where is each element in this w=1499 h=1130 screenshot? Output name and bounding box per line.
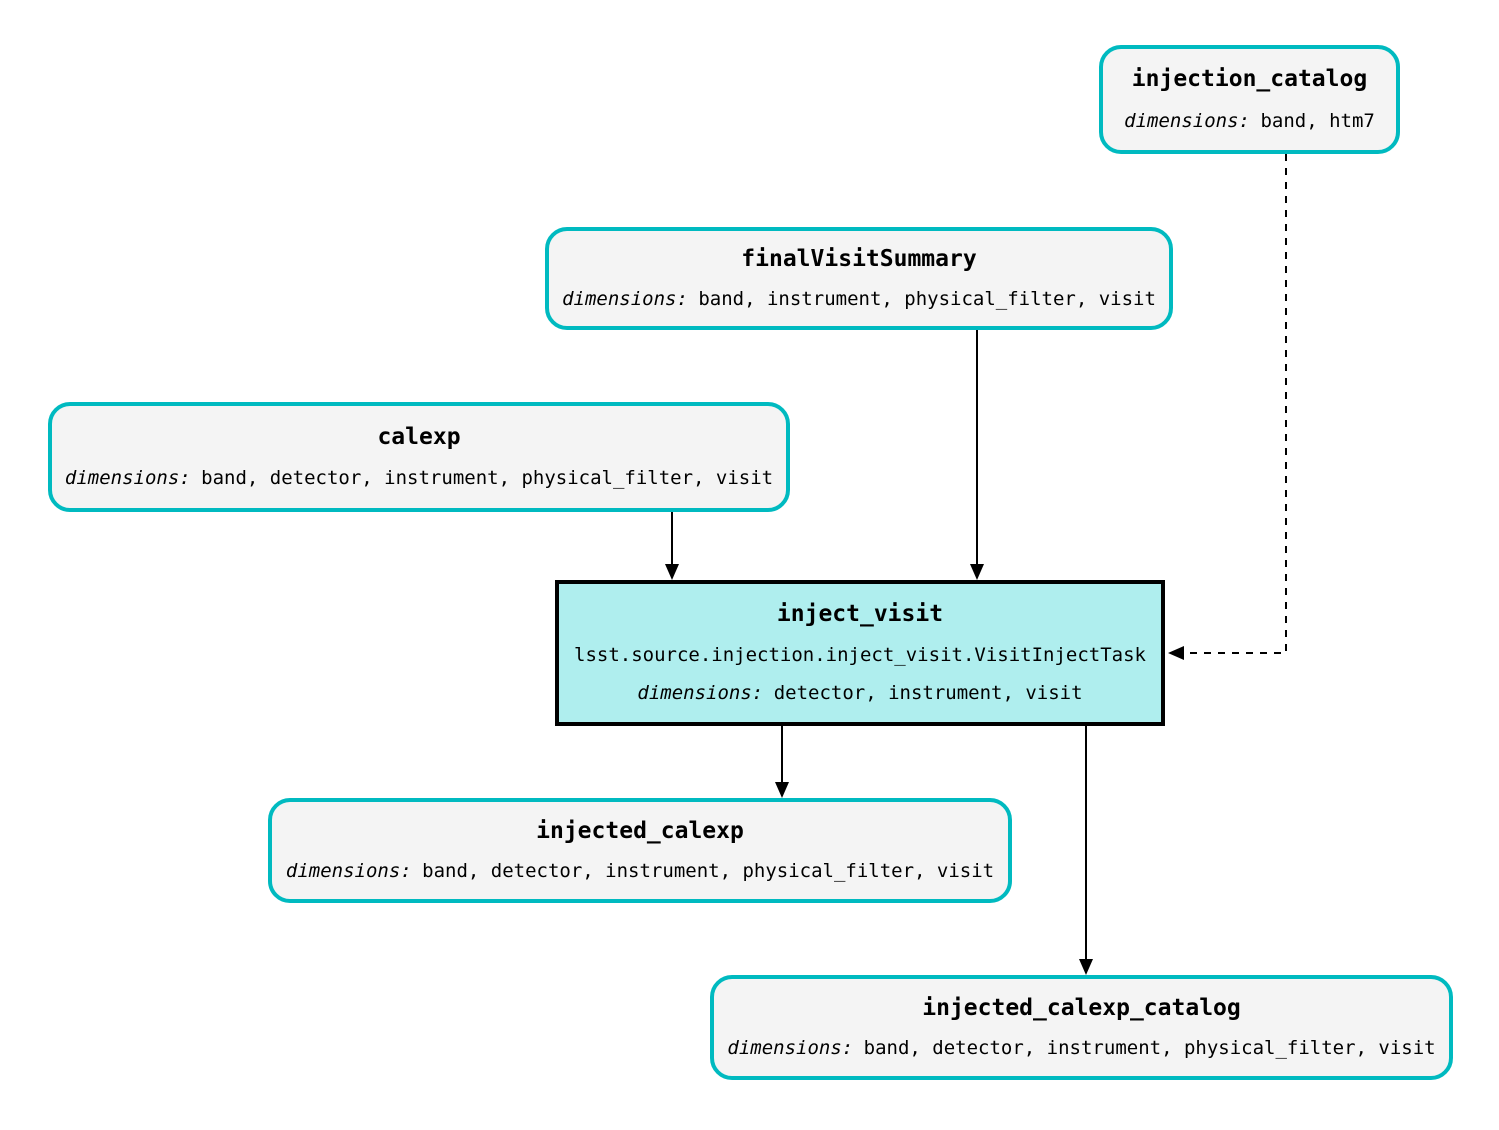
node-dimensions: dimensions: band, instrument, physical_fi… <box>562 287 1156 310</box>
node-finalvisitsummary: finalVisitSummary dimensions: band, instr… <box>545 227 1173 330</box>
edge-injection-catalog-to-inject-visit <box>1184 154 1287 654</box>
edge-inject-visit-to-injected-calexp-catalog-arrowhead <box>1079 959 1093 975</box>
node-injection-catalog: injection_catalog dimensions: band, htm7 <box>1099 45 1400 154</box>
node-title: injected_calexp <box>536 817 744 844</box>
dimensions-value: band, detector, instrument, physical_fil… <box>863 1037 1436 1060</box>
node-calexp: calexp dimensions: band, detector, instru… <box>48 402 790 512</box>
dimensions-label: dimensions: <box>727 1037 854 1060</box>
node-title: inject_visit <box>776 600 944 627</box>
dimensions-value: band, detector, instrument, physical_fil… <box>422 860 995 883</box>
dimensions-value: band, htm7 <box>1260 109 1375 132</box>
node-title: finalVisitSummary <box>741 246 977 273</box>
task-class-path: lsst.source.injection.inject_visit.Visit… <box>574 643 1146 666</box>
dimensions-value: band, detector, instrument, physical_fil… <box>201 467 774 490</box>
node-injected-calexp: injected_calexp dimensions: band, detecto… <box>268 798 1012 903</box>
node-dimensions: dimensions: band, detector, instrument, p… <box>727 1038 1435 1059</box>
dimensions-label: dimensions: <box>562 287 688 310</box>
node-injected-calexp-catalog: injected_calexp_catalog dimensions: band,… <box>710 975 1453 1080</box>
edge-inject-visit-to-injected-calexp-arrowhead <box>775 782 789 798</box>
dimensions-value: detector, instrument, visit <box>773 682 1083 705</box>
edge-injection-catalog-to-inject-visit-arrowhead <box>1168 646 1184 660</box>
node-dimensions: dimensions: band, detector, instrument, p… <box>65 468 773 489</box>
node-inject-visit-task: inject_visit lsst.source.injection.injec… <box>555 580 1165 726</box>
node-title: calexp <box>377 423 461 450</box>
dimensions-label: dimensions: <box>1124 109 1250 132</box>
node-dimensions: dimensions: band, detector, instrument, p… <box>286 861 994 882</box>
dimensions-label: dimensions: <box>64 467 191 490</box>
dimensions-value: band, instrument, physical_filter, visit <box>698 287 1156 310</box>
node-dimensions: dimensions: band, htm7 <box>1124 109 1375 132</box>
dimensions-label: dimensions: <box>285 860 412 883</box>
dimensions-label: dimensions: <box>637 682 764 705</box>
node-title: injection_catalog <box>1131 66 1368 93</box>
edge-calexp-to-inject-visit-arrowhead <box>665 564 679 580</box>
node-dimensions: dimensions: detector, instrument, visit <box>637 683 1082 704</box>
node-title: injected_calexp_catalog <box>922 994 1241 1021</box>
edge-finalvisitsummary-to-inject-visit-arrowhead <box>970 564 984 580</box>
